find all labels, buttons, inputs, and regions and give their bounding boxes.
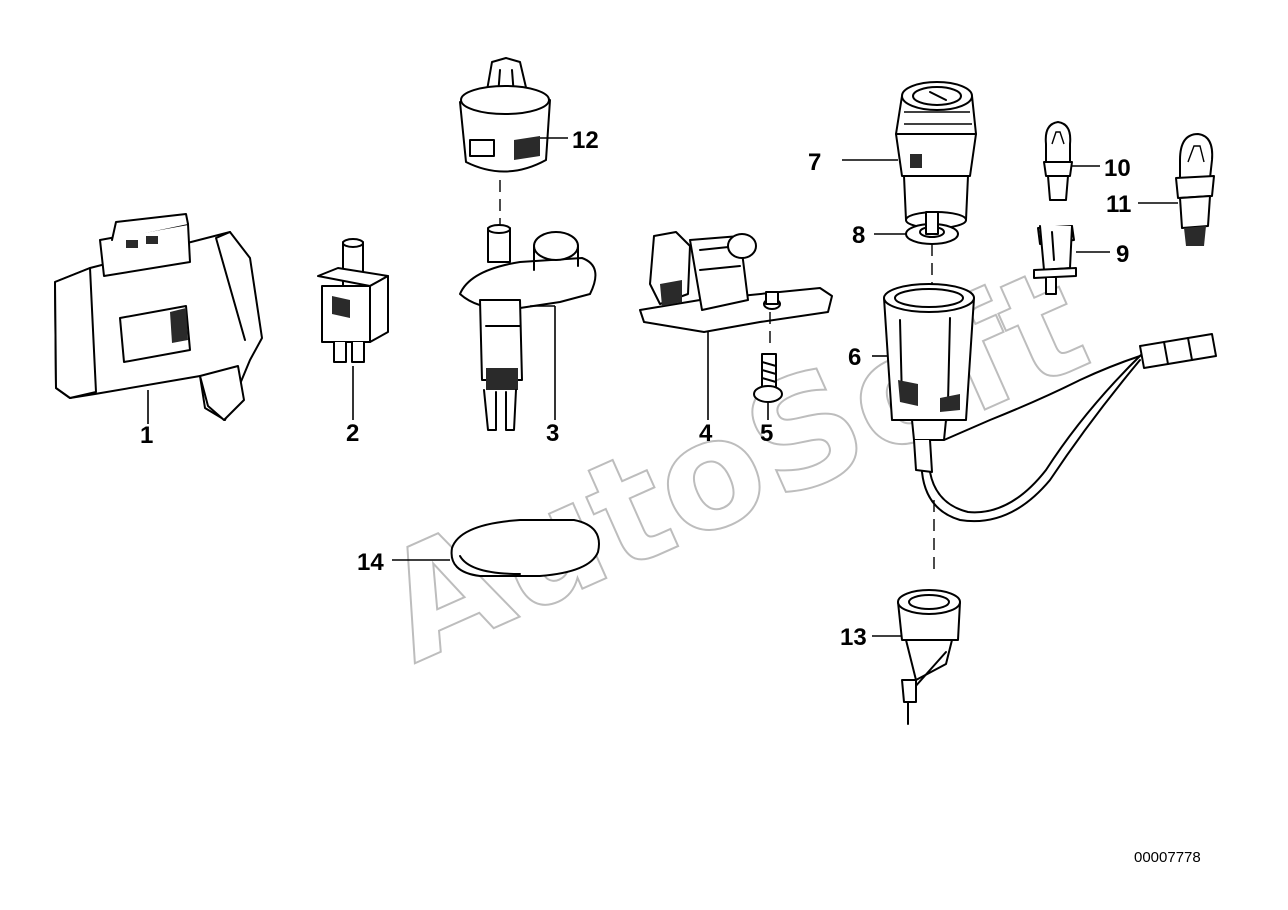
callout-7: 7 (808, 149, 821, 176)
callout-12: 12 (572, 127, 599, 154)
part-8-washer[interactable] (905, 211, 959, 245)
part-14-cover-cap[interactable] (450, 519, 600, 577)
part-2-push-switch[interactable] (317, 238, 389, 363)
part-10-bulb-small[interactable] (1043, 121, 1073, 201)
part-3-door-contact-switch[interactable] (459, 224, 597, 431)
callout-3: 3 (546, 420, 559, 447)
callout-14: 14 (357, 549, 384, 576)
callout-10: 10 (1104, 155, 1131, 182)
callout-2: 2 (346, 420, 359, 447)
callout-1: 1 (140, 422, 153, 449)
part-1-holder-bracket[interactable] (54, 213, 263, 421)
part-5-screw[interactable] (753, 312, 783, 403)
callout-5: 5 (760, 420, 773, 447)
part-12-plug-cap[interactable] (459, 57, 551, 173)
part-9-bulb-socket[interactable] (1033, 225, 1077, 295)
callout-9: 9 (1116, 241, 1129, 268)
callout-6: 6 (848, 344, 861, 371)
part-6-lighter-socket[interactable] (883, 283, 1217, 523)
part-4-bracket[interactable] (639, 231, 833, 333)
callout-8: 8 (852, 222, 865, 249)
part-7-lighter-element[interactable] (895, 81, 977, 229)
callout-13: 13 (840, 624, 867, 651)
callout-4: 4 (699, 420, 713, 447)
part-11-bulb-with-holder[interactable] (1175, 133, 1215, 246)
part-13-socket-with-lead[interactable] (897, 589, 961, 725)
diagram-reference-number: 00007778 (1134, 849, 1201, 866)
callout-11: 11 (1106, 191, 1131, 218)
